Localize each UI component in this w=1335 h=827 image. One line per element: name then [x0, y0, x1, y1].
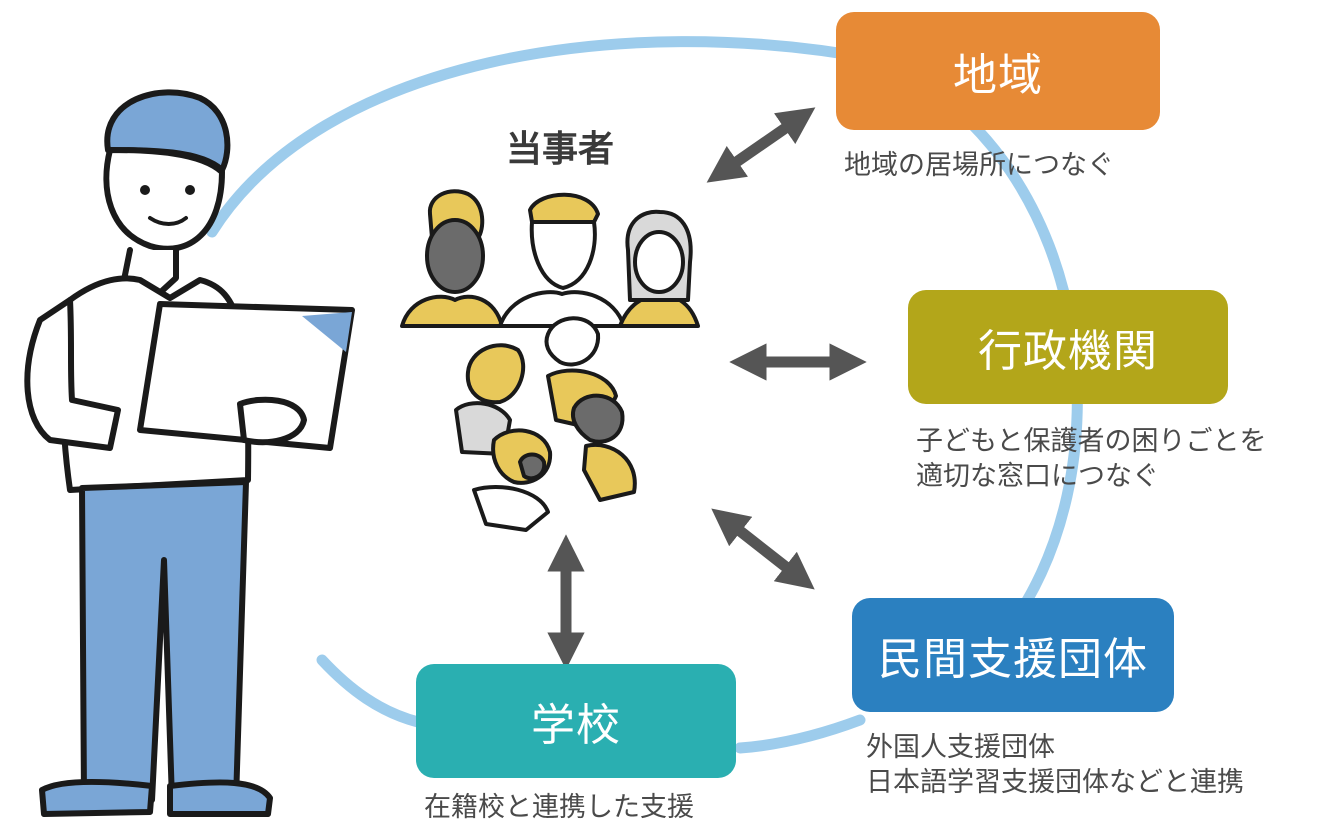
caption-gov-line-1: 子どもと保護者の困りごとを [916, 426, 1267, 457]
arrow-region [706, 107, 816, 183]
node-gov-label: 行政機関 [978, 326, 1158, 377]
node-region: 地域 [836, 12, 1160, 130]
caption-school: 在籍校と連携した支援 [424, 792, 694, 823]
node-school: 学校 [416, 664, 736, 778]
caption-npo-line-1: 外国人支援団体 [866, 732, 1055, 763]
node-region-label: 地域 [953, 50, 1043, 101]
caption-gov-line-2: 適切な窓口につなぐ [916, 461, 1159, 492]
arrow-npo [711, 508, 815, 590]
node-school-label: 学校 [531, 700, 621, 751]
center-title: 当事者 [505, 129, 614, 170]
node-gov: 行政機関 [908, 290, 1228, 404]
node-npo-label: 民間支援団体 [878, 634, 1148, 685]
node-npo: 民間支援団体 [852, 598, 1174, 712]
caption-npo: 外国人支援団体 日本語学習支援団体などと連携 [866, 730, 1244, 800]
caption-gov: 子どもと保護者の困りごとを 適切な窓口につなぐ [916, 424, 1266, 494]
caption-npo-line-2: 日本語学習支援団体などと連携 [866, 767, 1244, 798]
caption-region: 地域の居場所につなぐ [844, 150, 1114, 181]
